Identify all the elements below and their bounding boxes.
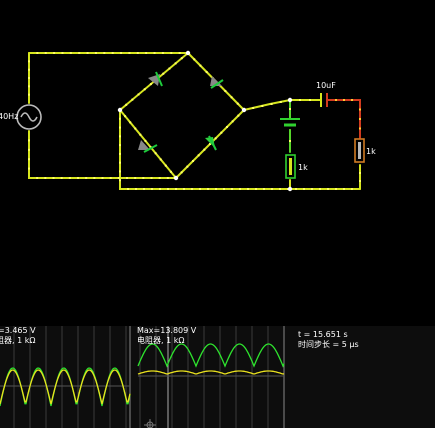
scope-panel-1[interactable]: =3.465 V 电阻器, 1 kΩ xyxy=(0,326,130,428)
capacitor-label: 10uF xyxy=(316,81,336,90)
scope-1-max: =3.465 V xyxy=(0,326,36,335)
load-resistor-label: 1k xyxy=(366,147,376,156)
diode-d1[interactable] xyxy=(148,71,163,87)
cursor-icon xyxy=(144,419,156,428)
bridge-arm-bottom-left[interactable] xyxy=(119,109,177,179)
wire-output-right[interactable] xyxy=(243,99,321,111)
diode-d2[interactable] xyxy=(210,76,224,89)
diode-d3[interactable] xyxy=(138,140,158,153)
wire-source-lower[interactable] xyxy=(28,130,177,179)
scope-2-max: Max=13.809 V xyxy=(137,326,197,335)
sim-timestep: 时间步长 = 5 µs xyxy=(298,340,359,349)
scope-area[interactable]: =3.465 V 电阻器, 1 kΩ Max=13.809 V 电阻器, 1 k… xyxy=(0,326,435,428)
scope-1-component: 电阻器, 1 kΩ xyxy=(0,336,36,345)
scope-traces xyxy=(0,343,285,407)
source-label: 40Hz xyxy=(0,112,19,121)
battery[interactable] xyxy=(280,118,300,127)
scope-2-component: 电阻器, 1 kΩ xyxy=(137,336,185,345)
sim-time: t = 15.651 s xyxy=(298,330,348,339)
junction-nodes xyxy=(117,50,293,192)
capacitor[interactable] xyxy=(320,93,328,107)
wire-capacitor-right[interactable] xyxy=(327,99,361,139)
ac-source[interactable] xyxy=(16,104,42,130)
wire-group[interactable] xyxy=(28,52,361,190)
circuit-canvas[interactable] xyxy=(0,0,435,326)
scope-2-grid xyxy=(138,326,285,428)
scope-canvas[interactable] xyxy=(0,326,435,428)
current-dots xyxy=(28,52,361,190)
diode-d4[interactable] xyxy=(205,135,217,151)
led-resistor[interactable] xyxy=(285,154,296,179)
indicator-resistor-label: 1k xyxy=(298,163,308,172)
load-resistor[interactable] xyxy=(354,138,365,163)
scope-panel-2[interactable]: Max=13.809 V 电阻器, 1 kΩ xyxy=(136,326,284,428)
